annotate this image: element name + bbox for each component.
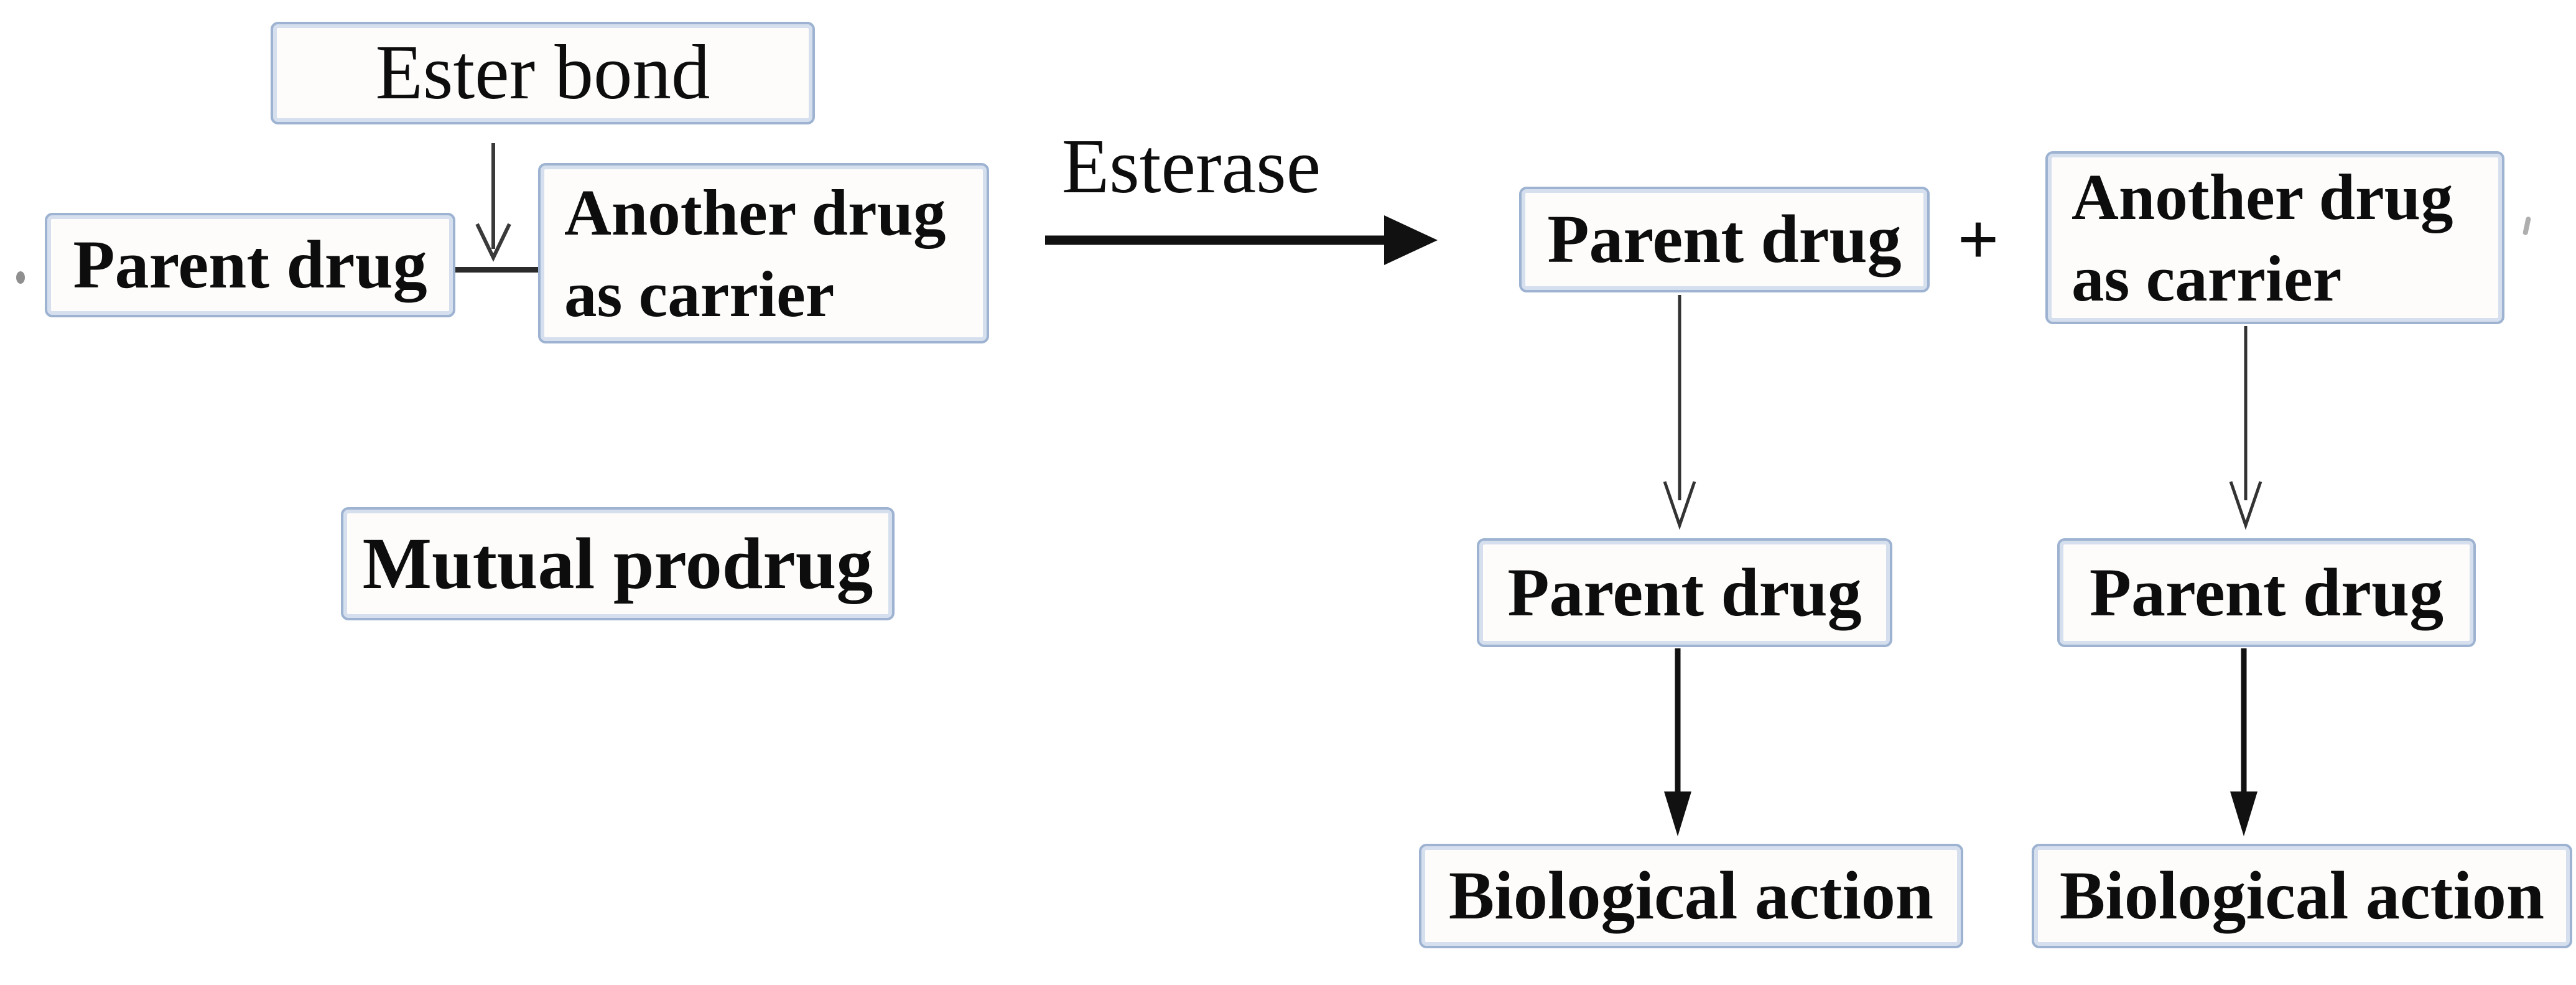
- biological-action-left-label: Biological action: [1448, 857, 1934, 934]
- release-arrow-right-icon: [2229, 326, 2262, 530]
- plus-sign: +: [1957, 198, 1999, 280]
- parent-drug-product-box: Parent drug: [1519, 187, 1930, 292]
- carrier-drug-reactant-box: Another drug as carrier: [538, 163, 989, 343]
- ester-bond-box: Ester bond: [271, 22, 815, 124]
- carrier-drug-reactant-label: Another drug as carrier: [564, 175, 946, 330]
- released-parent-drug-left-box: Parent drug: [1477, 538, 1892, 647]
- action-arrow-right-icon: [2230, 648, 2257, 836]
- parent-drug-product-label: Parent drug: [1547, 201, 1902, 278]
- parent-drug-reactant-box: Parent drug: [45, 213, 455, 317]
- biological-action-left-box: Biological action: [1419, 844, 1963, 948]
- mutual-prodrug-box: Mutual prodrug: [341, 507, 895, 620]
- released-parent-drug-right-label: Parent drug: [2089, 554, 2444, 630]
- esterase-label: Esterase: [1061, 123, 1321, 210]
- ester-bond-pointer-arrow-icon: [475, 143, 511, 262]
- ester-bond-label: Ester bond: [375, 30, 710, 116]
- released-parent-drug-right-box: Parent drug: [2057, 538, 2476, 647]
- scan-speck-artifact: [16, 271, 25, 284]
- ester-bond-connector-line: [455, 267, 538, 273]
- released-parent-drug-left-label: Parent drug: [1507, 554, 1862, 630]
- action-arrow-left-icon: [1664, 648, 1691, 836]
- carrier-drug-product-label: Another drug as carrier: [2071, 160, 2453, 315]
- esterase-reaction-arrow-icon: [1045, 215, 1438, 265]
- parent-drug-reactant-label: Parent drug: [73, 226, 427, 303]
- mutual-prodrug-label: Mutual prodrug: [362, 523, 873, 605]
- biological-action-right-label: Biological action: [2059, 857, 2545, 934]
- release-arrow-left-icon: [1663, 295, 1696, 530]
- carrier-drug-product-box: Another drug as carrier: [2045, 151, 2504, 324]
- scan-tick-artifact: [2522, 216, 2532, 236]
- biological-action-right-box: Biological action: [2032, 844, 2572, 948]
